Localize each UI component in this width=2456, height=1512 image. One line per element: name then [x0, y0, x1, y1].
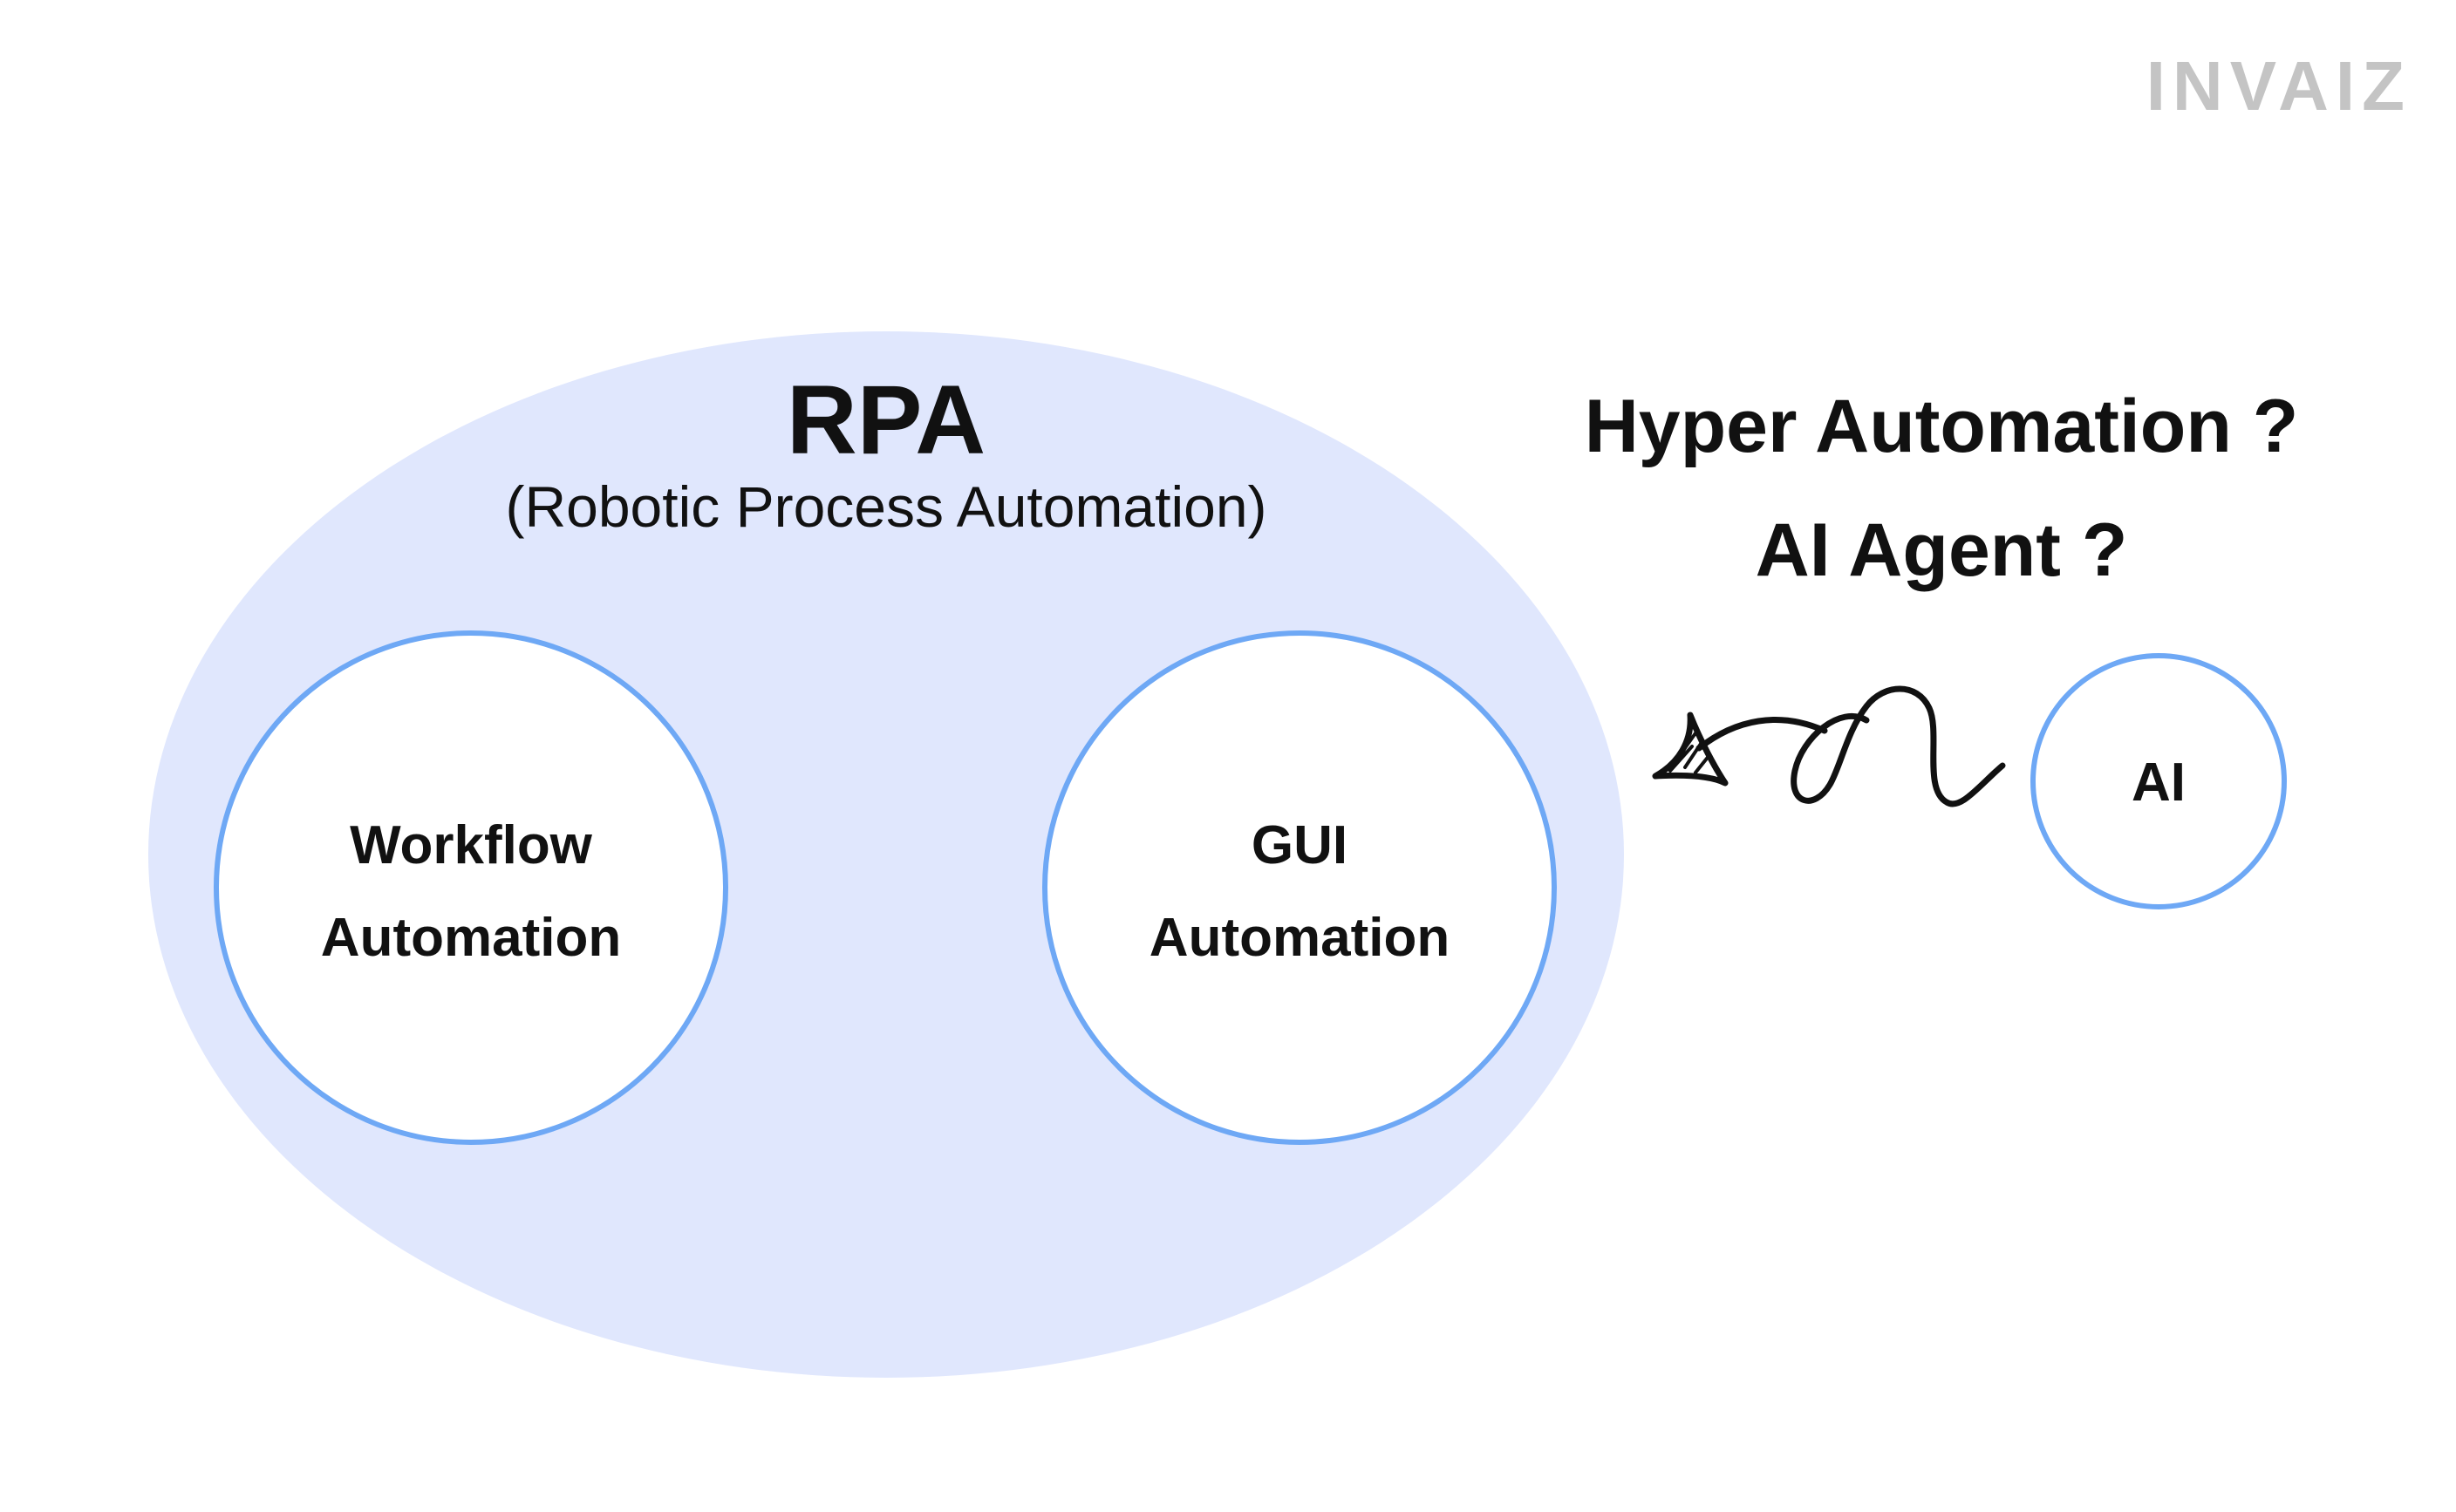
hyper-automation-question: Hyper Automation ? [1585, 385, 2299, 468]
ai-circle [2030, 653, 2287, 909]
workflow-label-line2: Automation [321, 908, 621, 968]
rpa-subtitle: (Robotic Process Automation) [505, 474, 1266, 539]
invaiz-logo: INVAIZ [2146, 47, 2412, 125]
gui-label-line1: GUI [1252, 815, 1347, 875]
ai-agent-question: AI Agent ? [1756, 508, 2128, 592]
hand-drawn-curly-arrow-icon [1652, 685, 2006, 807]
rpa-title: RPA [787, 365, 986, 474]
ai-label: AI [2132, 753, 2186, 813]
workflow-label-line1: Workflow [350, 815, 593, 875]
workflow-automation-circle [214, 630, 728, 1145]
gui-automation-circle [1042, 630, 1557, 1145]
gui-label-line2: Automation [1150, 908, 1450, 968]
